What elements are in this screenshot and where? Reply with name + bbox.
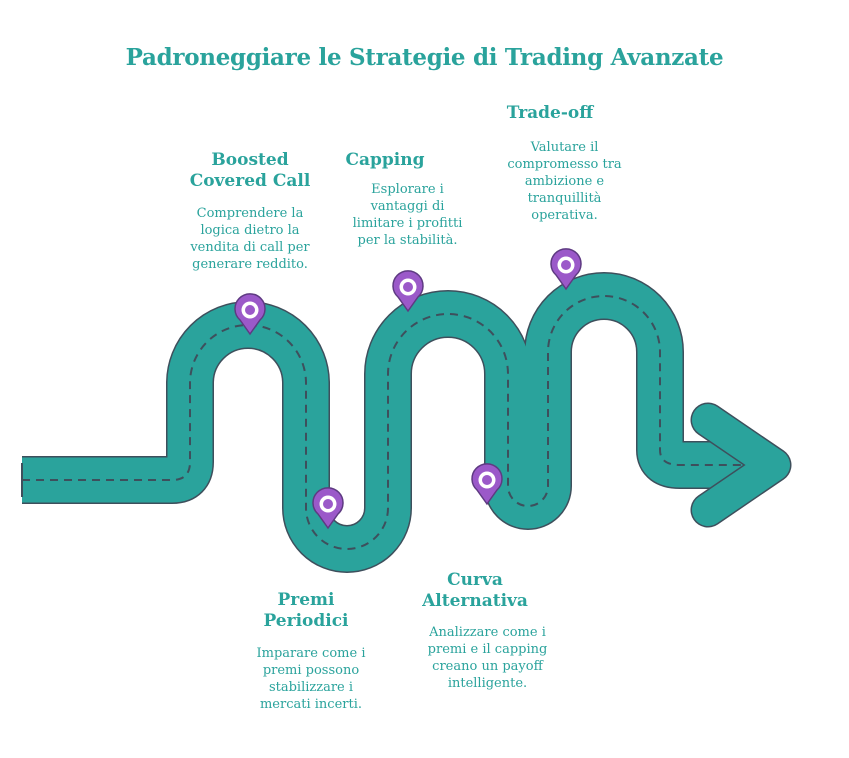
location-pin-icon [471,463,503,506]
location-pin-icon [312,487,344,530]
step-heading-curva-alternativa: Curva Alternativa [422,570,528,611]
location-pin-icon [234,293,266,336]
step-heading-capping: Capping [345,150,425,170]
step-heading-boosted-covered-call: Boosted Covered Call [189,150,311,191]
location-pin-icon [392,270,424,313]
arrow-head-icon [690,402,792,528]
road-body [22,273,760,572]
step-desc-boosted-covered-call: Comprendere la logica dietro la vendita … [190,206,310,272]
step-heading-premi-periodici: Premi Periodici [263,590,349,631]
page-title: Padroneggiare le Strategie di Trading Av… [125,44,724,71]
step-desc-curva-alternativa: Analizzare come i premi e il capping cre… [427,625,548,691]
step-desc-premi-periodici: Imparare come i premi possono stabilizza… [256,646,366,712]
location-pin-icon [550,248,582,291]
step-desc-capping: Esplorare i vantaggi di limitare i profi… [352,182,463,248]
step-desc-trade-off: Valutare il compromesso tra ambizione e … [507,140,622,223]
step-heading-trade-off: Trade-off [506,103,594,123]
